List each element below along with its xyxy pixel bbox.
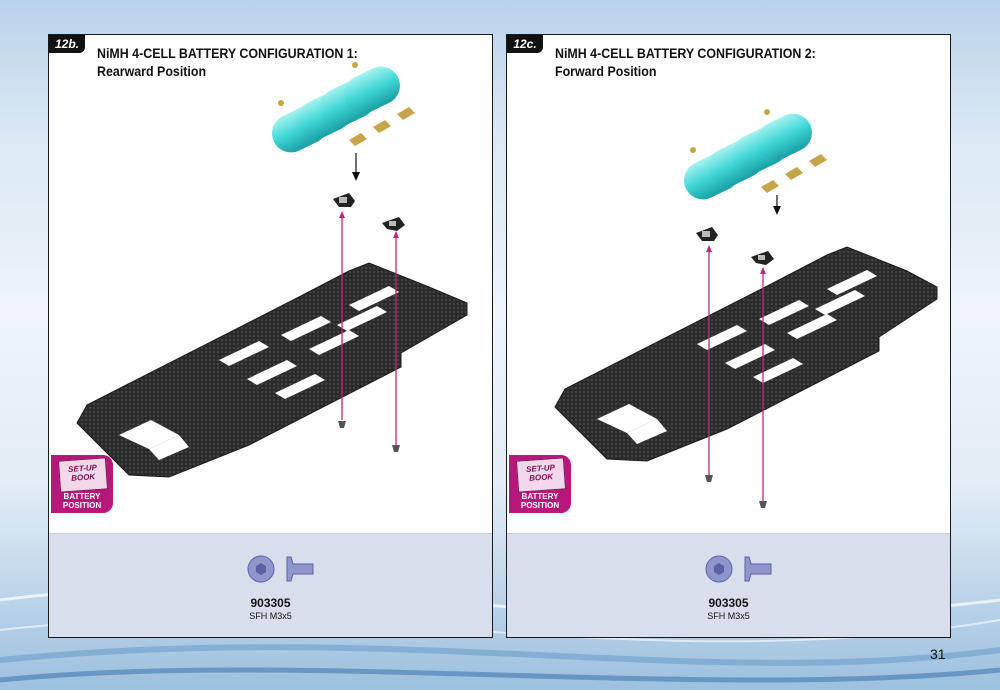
setup-book-icon: SET-UP BOOK: [57, 457, 109, 493]
setup-book-icon: SET-UP BOOK: [515, 457, 567, 493]
page-number: 31: [930, 646, 946, 662]
panel-subtitle: Rearward Position: [97, 64, 207, 79]
part-description: SFH M3x5: [249, 611, 292, 621]
setup-book-label: BATTERY POSITION: [509, 492, 571, 510]
screws: [705, 475, 767, 508]
parts-area: 903305 SFH M3x5: [507, 533, 950, 637]
assembly-lines: [339, 211, 399, 445]
setup-book-text: SET-UP BOOK: [525, 463, 556, 483]
setup-label-line2: POSITION: [520, 501, 560, 510]
setup-book-label: BATTERY POSITION: [51, 492, 113, 510]
panel-step-12b: 12b. NiMH 4-CELL BATTERY CONFIGURATION 1…: [48, 34, 493, 638]
chassis-plate: [76, 262, 468, 478]
screws: [338, 421, 400, 452]
battery-holder: [333, 193, 405, 231]
setup-book-badge: SET-UP BOOK BATTERY POSITION: [51, 455, 113, 513]
panel-subtitle: Forward Position: [555, 64, 657, 79]
assembly-illustration: [554, 109, 938, 508]
step-tag: 12c.: [507, 35, 543, 53]
chassis-plate: [554, 246, 938, 462]
assembly-illustration: [76, 62, 468, 478]
panel-step-12c: 12c. NiMH 4-CELL BATTERY CONFIGURATION 2…: [506, 34, 951, 638]
setup-label-line1: BATTERY: [63, 492, 101, 501]
step-tag: 12b.: [49, 35, 85, 53]
panel-title: NiMH 4-CELL BATTERY CONFIGURATION 1: Rea…: [97, 45, 447, 81]
screw-icon: [247, 555, 314, 583]
battery-pack: [684, 109, 827, 200]
part-number: 903305: [708, 596, 749, 610]
setup-label-line2: POSITION: [62, 501, 102, 510]
parts-area: 903305 SFH M3x5: [49, 533, 492, 637]
part-description: SFH M3x5: [707, 611, 750, 621]
battery-holder: [696, 227, 774, 265]
setup-book-badge: SET-UP BOOK BATTERY POSITION: [509, 455, 571, 513]
battery-pack: [272, 62, 415, 153]
assembly-lines: [706, 245, 766, 501]
screw-icon: [705, 555, 772, 583]
setup-book-text: SET-UP BOOK: [67, 463, 98, 483]
setup-label-line1: BATTERY: [521, 492, 559, 501]
panel-title-text: NiMH 4-CELL BATTERY CONFIGURATION 2:: [555, 46, 816, 61]
panel-title: NiMH 4-CELL BATTERY CONFIGURATION 2: For…: [555, 45, 905, 81]
part-number: 903305: [250, 596, 291, 610]
panel-title-text: NiMH 4-CELL BATTERY CONFIGURATION 1:: [97, 46, 358, 61]
